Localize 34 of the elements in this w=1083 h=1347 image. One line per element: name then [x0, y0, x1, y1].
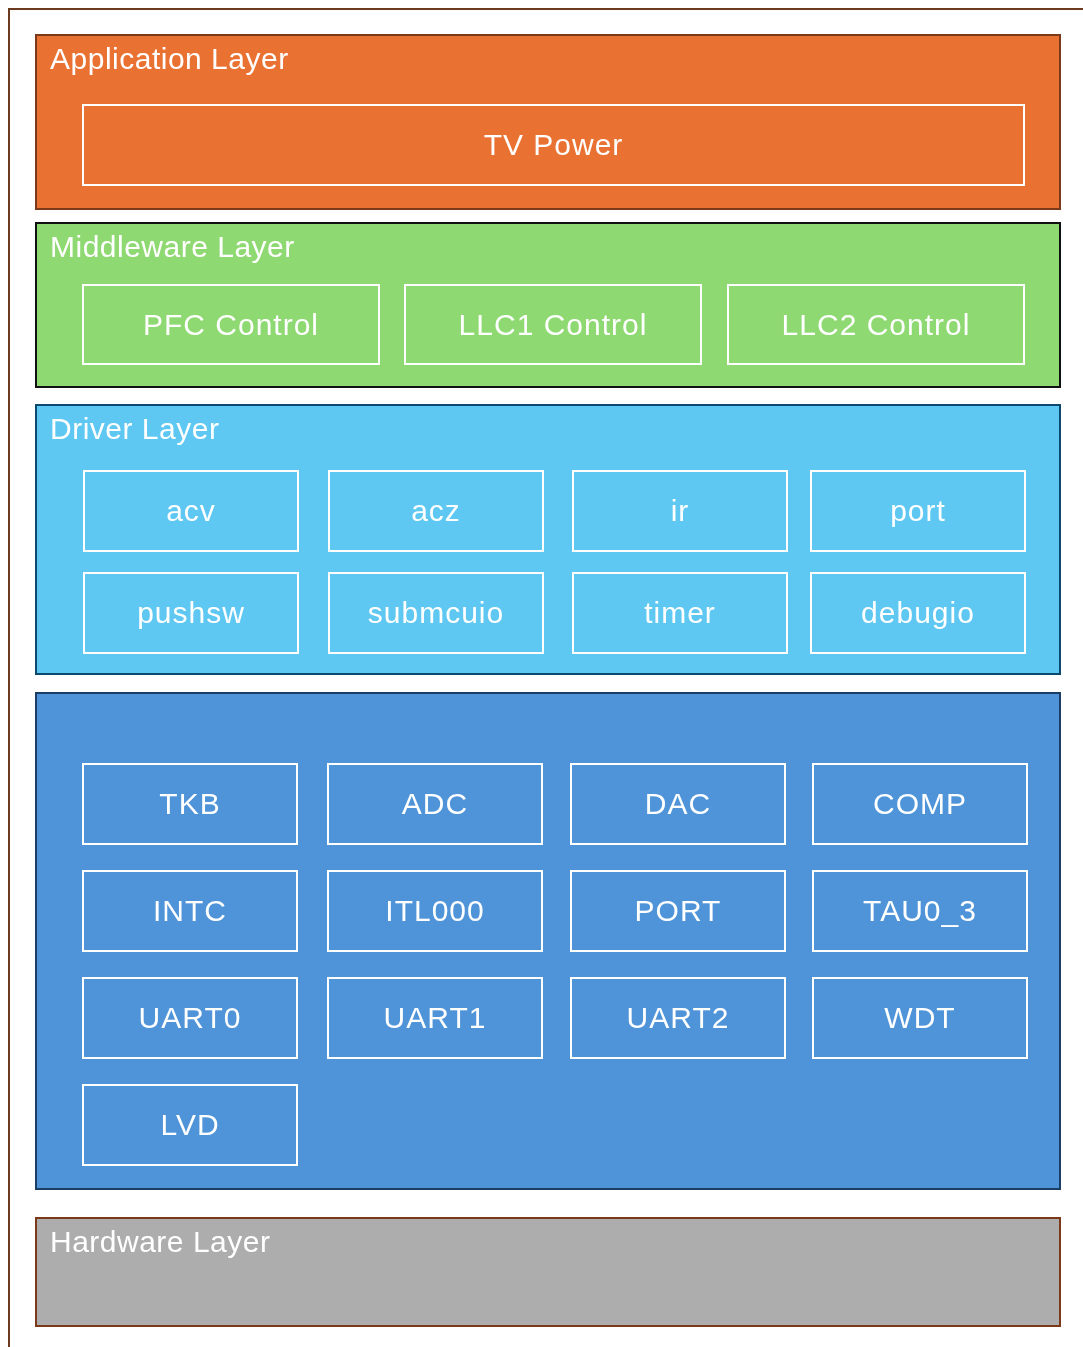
layer-panel	[35, 34, 1061, 210]
module-box: ITL000	[327, 870, 543, 952]
module-box: submcuio	[328, 572, 544, 654]
module-box: LLC1 Control	[404, 284, 702, 365]
module-box: UART2	[570, 977, 786, 1059]
module-box: pushsw	[83, 572, 299, 654]
module-box: ir	[572, 470, 788, 552]
module-box: acv	[83, 470, 299, 552]
layer-panel	[35, 1217, 1061, 1327]
module-box: INTC	[82, 870, 298, 952]
module-box: WDT	[812, 977, 1028, 1059]
module-box: debugio	[810, 572, 1026, 654]
module-box: TAU0_3	[812, 870, 1028, 952]
layer-title: Driver Layer	[50, 412, 220, 446]
module-box: TV Power	[82, 104, 1025, 186]
module-box: PFC Control	[82, 284, 380, 365]
module-box: timer	[572, 572, 788, 654]
module-box: DAC	[570, 763, 786, 845]
module-box: UART0	[82, 977, 298, 1059]
module-box: PORT	[570, 870, 786, 952]
module-box: UART1	[327, 977, 543, 1059]
layer-panel	[35, 404, 1061, 675]
layer-title: Application Layer	[50, 42, 289, 76]
module-box: port	[810, 470, 1026, 552]
module-box: COMP	[812, 763, 1028, 845]
module-box: TKB	[82, 763, 298, 845]
module-box: LVD	[82, 1084, 298, 1166]
module-box: acz	[328, 470, 544, 552]
layer-title: Middleware Layer	[50, 230, 295, 264]
layer-panel	[35, 222, 1061, 388]
module-box: LLC2 Control	[727, 284, 1025, 365]
module-box: ADC	[327, 763, 543, 845]
layer-title: Hardware Layer	[50, 1225, 271, 1259]
layer-panel	[35, 692, 1061, 1190]
